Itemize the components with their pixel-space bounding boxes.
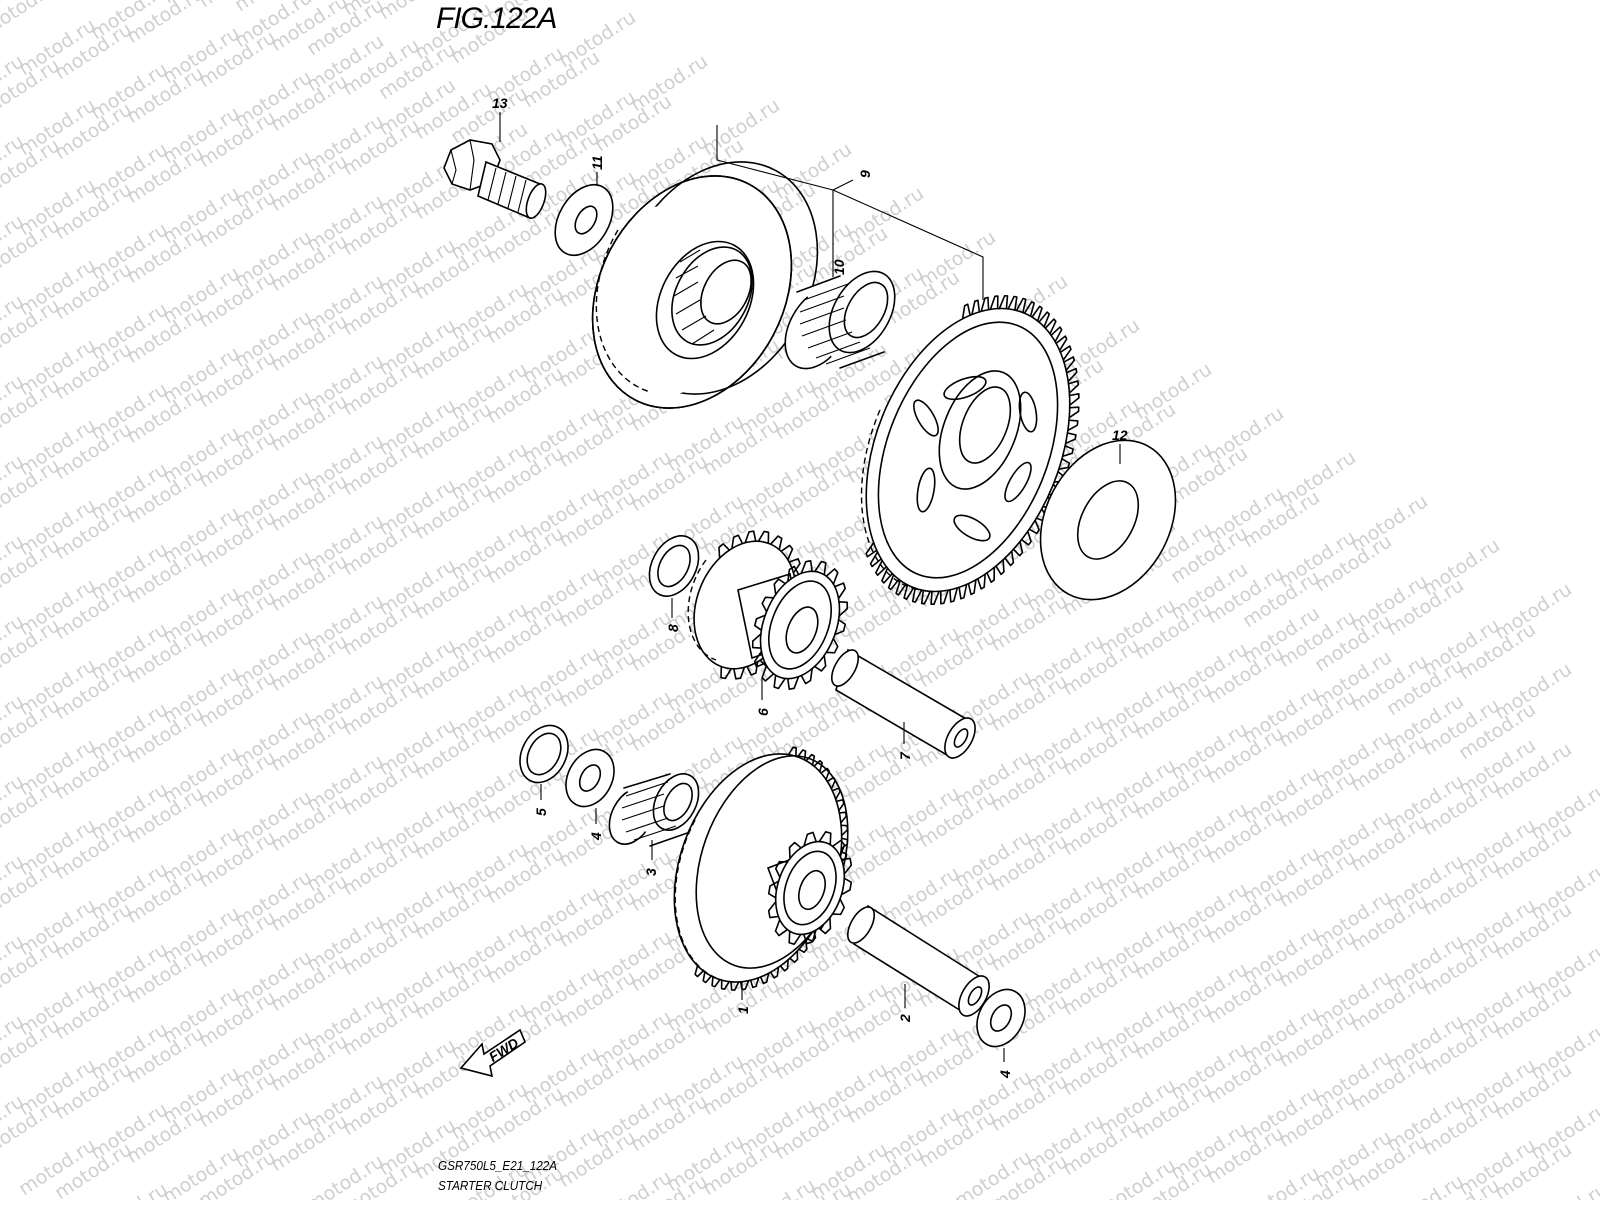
label-part-5: 5: [533, 808, 549, 816]
label-part-9: 9: [857, 170, 873, 178]
watermark-text: motod.ru: [1527, 1178, 1600, 1200]
watermark-text: motod.ru: [87, 1178, 172, 1200]
label-part-13: 13: [492, 95, 508, 111]
group-name-caption: STARTER CLUTCH: [438, 1178, 542, 1193]
label-part-10: 10: [831, 259, 847, 275]
watermark-text: motod.ru: [0, 0, 64, 40]
label-part-7: 7: [897, 751, 913, 760]
label-part-4-upper: 4: [588, 832, 604, 841]
model-code-caption: GSR750L5_E21_122A: [438, 1158, 557, 1173]
watermark-text: motod.ru: [1383, 1170, 1468, 1200]
label-part-1: 1: [735, 1006, 751, 1014]
label-part-11: 11: [589, 155, 605, 170]
figure-title: FIG.122A: [436, 2, 556, 36]
label-part-6: 6: [755, 708, 771, 716]
watermark-text: motod.ru: [735, 1174, 820, 1200]
label-part-2: 2: [897, 1014, 913, 1023]
label-part-3: 3: [643, 868, 659, 876]
label-part-12: 12: [1112, 427, 1128, 443]
label-part-8: 8: [665, 624, 681, 632]
label-part-4-lower: 4: [997, 1070, 1013, 1079]
